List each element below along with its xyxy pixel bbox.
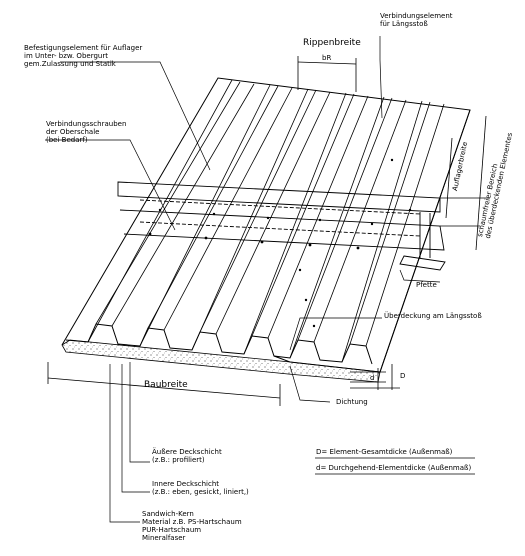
- label-rippenbreite: Rippenbreite: [303, 38, 361, 48]
- legend-D: D= Element-Gesamtdicke (Außenmaß): [316, 448, 453, 456]
- label-bR: bR: [322, 54, 332, 62]
- label-verbindungselement: Verbindungselement für Längsstoß: [380, 12, 453, 28]
- label-dim-D: D: [400, 372, 406, 380]
- leader-lines: [45, 36, 441, 523]
- label-verbindungsschrauben: Verbindungsschrauben der Oberschale (bei…: [46, 120, 127, 144]
- front-profile: [65, 323, 373, 365]
- label-dim-d: d: [370, 374, 375, 382]
- label-pfette: Pfette: [416, 281, 437, 289]
- overlap-edge: [273, 109, 471, 373]
- label-befestigungselement: Befestigungselement für Auflager im Unte…: [24, 44, 143, 68]
- label-dichtung: Dichtung: [336, 398, 368, 406]
- sandwich-core: [61, 339, 381, 383]
- right-dimensions: [440, 115, 490, 251]
- label-baubreite: Baubreite: [144, 380, 188, 390]
- fastener-screws: [148, 158, 412, 328]
- label-ueberdeckung: Überdeckung am Längsstoß: [384, 312, 482, 320]
- label-innere-deckschicht: Innere Deckschicht (z.B.: eben, gesickt,…: [152, 480, 249, 496]
- legend-rules: [315, 457, 475, 475]
- label-sandwich-kern: Sandwich-Kern Material z.B. PS-Hartschau…: [142, 510, 242, 542]
- rib-width-dimension: [297, 56, 357, 92]
- legend-d: d= Durchgehend-Elementdicke (Außenmaß): [316, 464, 472, 472]
- thickness-dimension: [350, 364, 400, 390]
- baubreite-dimension: [47, 362, 281, 406]
- label-aeussere-deckschicht: Äußere Deckschicht (z.B.: profiliert): [152, 448, 222, 464]
- purlin: [117, 181, 446, 271]
